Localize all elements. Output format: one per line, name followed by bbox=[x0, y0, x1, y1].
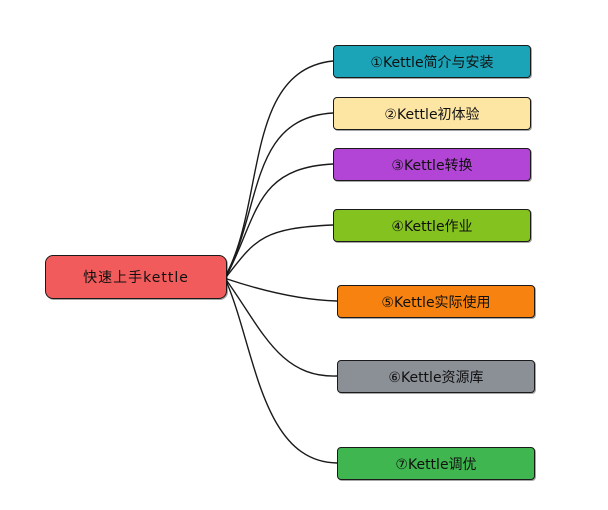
connector-6 bbox=[226, 280, 338, 377]
branch-label-2: ②Kettle初体验 bbox=[384, 106, 480, 123]
connector-4 bbox=[226, 224, 334, 277]
branch-node-5[interactable]: ⑤Kettle实际使用 bbox=[337, 285, 535, 318]
branch-label-6: ⑥Kettle资源库 bbox=[388, 369, 484, 386]
central-topic-node[interactable]: 快速上手kettle bbox=[45, 255, 227, 299]
branch-label-3: ③Kettle转换 bbox=[391, 157, 473, 174]
connector-3 bbox=[226, 163, 334, 276]
branch-node-2[interactable]: ②Kettle初体验 bbox=[333, 97, 531, 130]
connector-7 bbox=[226, 282, 338, 464]
branch-node-1[interactable]: ①Kettle简介与安装 bbox=[333, 45, 531, 78]
branch-node-6[interactable]: ⑥Kettle资源库 bbox=[337, 360, 535, 393]
connector-1 bbox=[226, 60, 334, 274]
branch-label-5: ⑤Kettle实际使用 bbox=[381, 294, 491, 311]
connector-5 bbox=[226, 278, 338, 302]
branch-node-7[interactable]: ⑦Kettle调优 bbox=[337, 447, 535, 480]
connector-2 bbox=[226, 112, 334, 275]
branch-label-4: ④Kettle作业 bbox=[391, 218, 473, 235]
branch-label-7: ⑦Kettle调优 bbox=[395, 456, 477, 473]
central-topic-label: 快速上手kettle bbox=[83, 270, 189, 286]
branch-node-3[interactable]: ③Kettle转换 bbox=[333, 148, 531, 181]
branch-label-1: ①Kettle简介与安装 bbox=[370, 54, 494, 71]
branch-node-4[interactable]: ④Kettle作业 bbox=[333, 209, 531, 242]
